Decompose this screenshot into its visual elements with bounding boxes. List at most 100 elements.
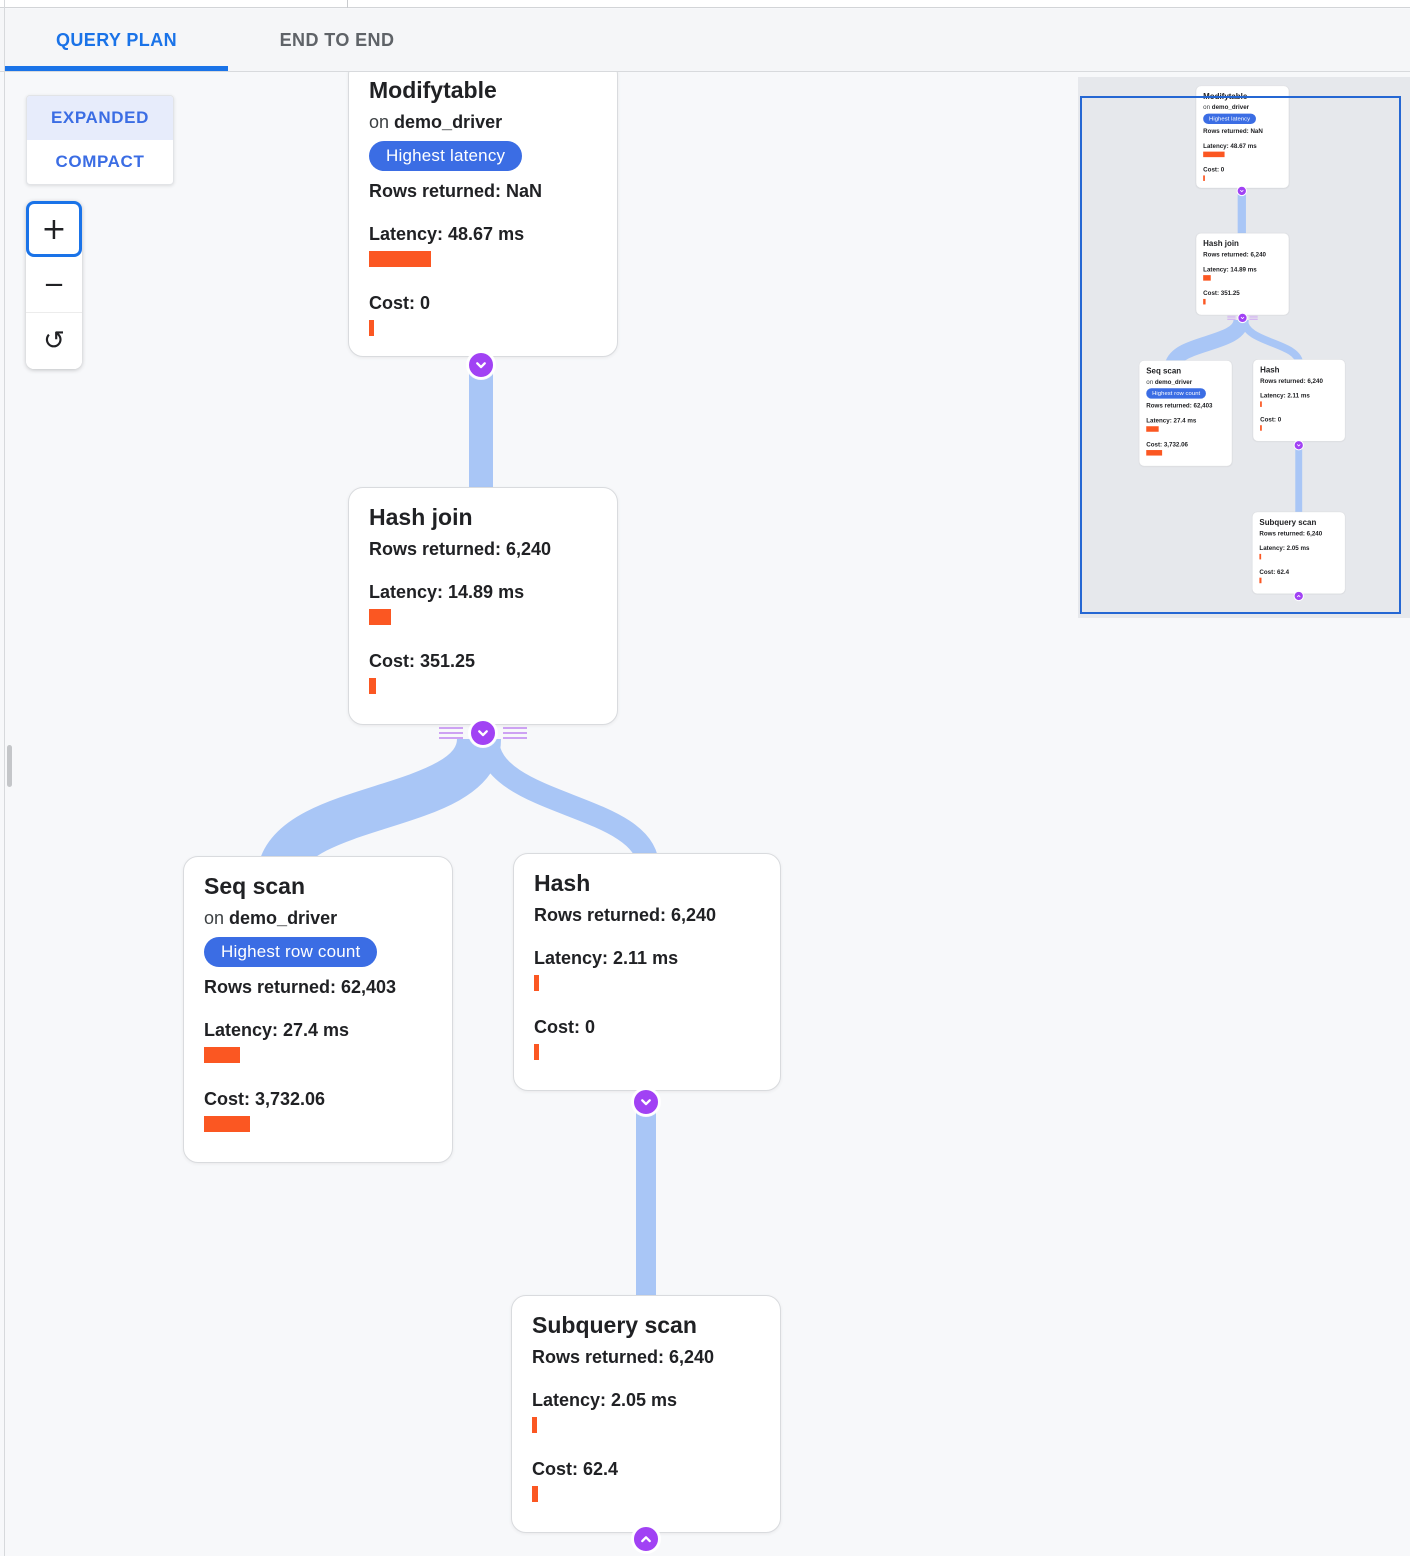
cost-value: Cost: 0 <box>1260 415 1282 423</box>
tab-bar: QUERY PLAN END TO END <box>0 9 1410 72</box>
rows-returned-value: Rows returned: 62,403 <box>204 977 397 997</box>
highest-latency-badge: Highest latency <box>1203 113 1257 125</box>
tab-query-plan[interactable]: QUERY PLAN <box>55 29 178 50</box>
edge-merge-lines-right <box>503 732 527 734</box>
cost-value: Cost: 0 <box>534 1017 596 1037</box>
latency-bar <box>534 975 539 991</box>
latency-value: Latency: 2.11 ms <box>1260 392 1310 399</box>
cost-bar <box>1260 425 1262 431</box>
pane-divider-tick <box>347 0 348 8</box>
plan-edges <box>258 361 659 1307</box>
collapse-toggle-modifytable[interactable] <box>1236 186 1247 196</box>
tab-end-to-end[interactable]: END TO END <box>279 29 395 50</box>
minus-icon: − <box>43 269 65 300</box>
expand-toggle-subquery-scan[interactable] <box>1293 591 1304 601</box>
zoom-out-button[interactable]: − <box>26 257 82 313</box>
cost-bar <box>532 1486 538 1502</box>
chevron-down-icon <box>1297 444 1301 447</box>
on-label: on <box>1203 103 1211 111</box>
plan-node-modifytable[interactable]: Modifytable on demo_driver Highest laten… <box>348 72 618 357</box>
chevron-down-icon <box>476 362 486 369</box>
active-tab-indicator <box>5 66 228 71</box>
latency-value: Latency: 14.89 ms <box>1203 265 1257 273</box>
cost-bar <box>1146 450 1163 456</box>
rows-returned-value: Rows returned: 6,240 <box>1260 377 1323 385</box>
collapse-toggle-modifytable[interactable] <box>467 351 495 379</box>
on-label: on <box>204 908 225 928</box>
rows-returned-value: Rows returned: NaN <box>369 181 543 201</box>
rows-returned-value: Rows returned: 6,240 <box>369 539 552 559</box>
cost-bar <box>1259 577 1262 584</box>
highest-row-count-badge: Highest row count <box>1146 388 1207 399</box>
reset-icon: ↺ <box>43 326 65 356</box>
query-plan-canvas[interactable]: Modifytable on demo_driver Highest laten… <box>0 72 1410 1556</box>
cost-bar <box>204 1116 250 1132</box>
cost-value: Cost: 3,732.06 <box>1146 440 1189 448</box>
chevron-down-icon <box>641 1099 651 1106</box>
plan-node-subquery-scan[interactable]: Subquery scan Rows returned: 6,240 Laten… <box>1252 511 1346 594</box>
plan-node-hash[interactable]: Hash Rows returned: 6,240 Latency: 2.11 … <box>513 853 781 1091</box>
minimap[interactable]: Modifytable on demo_driver Highest laten… <box>1078 77 1410 618</box>
node-table-line: on demo_driver <box>204 908 432 929</box>
table-name: demo_driver <box>1154 378 1193 386</box>
minimap-viewport[interactable] <box>1080 96 1401 614</box>
latency-value: Latency: 2.05 ms <box>1259 544 1310 552</box>
expanded-button[interactable]: EXPANDED <box>27 96 173 140</box>
layout-toggle: EXPANDED COMPACT <box>26 95 174 185</box>
node-table-line: on demo_driver <box>1203 104 1282 111</box>
latency-bar <box>1203 275 1211 281</box>
rows-returned-value: Rows returned: 62,403 <box>1146 402 1213 409</box>
node-table-line: on demo_driver <box>1146 378 1225 385</box>
zoom-reset-button[interactable]: ↺ <box>26 313 82 369</box>
collapse-toggle-hash-join[interactable] <box>1227 313 1258 323</box>
latency-bar <box>1146 426 1159 432</box>
node-title: Hash join <box>1203 238 1239 248</box>
latency-value: Latency: 48.67 ms <box>369 224 525 244</box>
chevron-down-icon <box>478 730 488 737</box>
vertical-scrollbar-thumb[interactable] <box>7 745 12 787</box>
cost-value: Cost: 351.25 <box>369 651 476 671</box>
highest-row-count-badge: Highest row count <box>204 937 378 967</box>
latency-value: Latency: 27.4 ms <box>204 1020 350 1040</box>
cost-value: Cost: 62.4 <box>532 1459 619 1479</box>
plan-edges <box>1165 189 1304 516</box>
latency-value: Latency: 2.05 ms <box>532 1390 678 1410</box>
plan-node-subquery-scan[interactable]: Subquery scan Rows returned: 6,240 Laten… <box>511 1295 781 1533</box>
latency-value: Latency: 27.4 ms <box>1146 416 1197 424</box>
compact-button[interactable]: COMPACT <box>55 152 145 171</box>
zoom-controls: + − ↺ <box>26 201 82 369</box>
plan-node-hash-join[interactable]: Hash join Rows returned: 6,240 Latency: … <box>348 487 618 725</box>
table-name: demo_driver <box>229 908 338 928</box>
node-title: Subquery scan <box>532 1312 697 1338</box>
node-title: Seq scan <box>1146 366 1182 376</box>
rows-returned-value: Rows returned: 6,240 <box>534 905 717 925</box>
node-title: Subquery scan <box>1259 517 1317 527</box>
node-title: Seq scan <box>204 873 305 899</box>
cost-value: Cost: 62.4 <box>1259 568 1290 576</box>
cost-value: Cost: 3,732.06 <box>204 1089 326 1109</box>
collapse-toggle-hash[interactable] <box>632 1088 660 1116</box>
cost-bar <box>369 678 376 694</box>
expand-toggle-subquery-scan[interactable] <box>632 1525 660 1553</box>
top-strip <box>0 0 1410 8</box>
cost-bar <box>1203 298 1206 305</box>
plan-node-seq-scan[interactable]: Seq scan on demo_driver Highest row coun… <box>183 856 453 1163</box>
plan-node-hash[interactable]: Hash Rows returned: 6,240 Latency: 2.11 … <box>1252 359 1346 442</box>
on-label: on <box>369 112 390 132</box>
zoom-in-button[interactable]: + <box>26 201 82 257</box>
plan-tree: Modifytable on demo_driver Highest laten… <box>183 72 783 1556</box>
latency-value: Latency: 48.67 ms <box>1203 142 1257 150</box>
plan-node-hash-join[interactable]: Hash join Rows returned: 6,240 Latency: … <box>1195 233 1290 316</box>
latency-bar <box>1260 401 1262 407</box>
latency-bar <box>532 1417 537 1433</box>
rows-returned-value: Rows returned: 6,240 <box>1203 250 1266 258</box>
plus-icon: + <box>41 211 67 247</box>
collapse-toggle-hash-join[interactable] <box>439 719 527 747</box>
chevron-up-icon <box>641 1536 651 1543</box>
plan-node-seq-scan[interactable]: Seq scan on demo_driver Highest row coun… <box>1139 360 1233 467</box>
table-name: demo_driver <box>394 112 503 132</box>
highest-latency-badge: Highest latency <box>369 141 523 171</box>
latency-bar <box>369 251 431 267</box>
collapse-toggle-hash[interactable] <box>1293 440 1304 451</box>
